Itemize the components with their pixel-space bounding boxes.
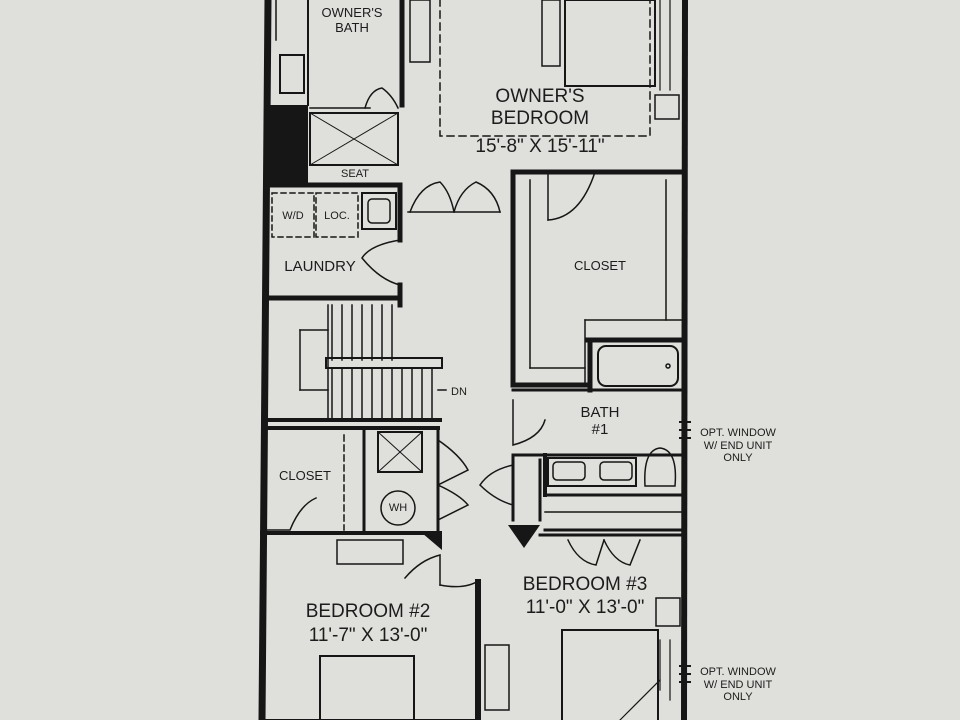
- laundry-label: LAUNDRY: [284, 258, 356, 275]
- stairs: [331, 304, 433, 419]
- bathtub: [597, 345, 679, 387]
- owners-bath-label: OWNER'S BATH: [321, 5, 383, 35]
- shower-small: [377, 431, 423, 473]
- bath-wall-block: [268, 105, 308, 185]
- water-heater: [380, 490, 416, 526]
- exterior-wall-left: [258, 0, 272, 720]
- owners-bed-area: [439, 0, 651, 137]
- bedroom3-dims: 11'-0" X 13'-0": [525, 597, 645, 618]
- opt-window-note-2: OPT. WINDOW W/ END UNIT ONLY: [700, 666, 776, 704]
- double-vanity: [547, 457, 637, 487]
- toilet-bath1: [644, 447, 677, 487]
- nightstand-c: [655, 597, 681, 627]
- bath1-label: BATH #1: [580, 404, 620, 439]
- water-heater-label: WH: [388, 502, 408, 514]
- bedroom2-window-seat: [336, 539, 404, 565]
- owners-shower: [309, 112, 399, 166]
- wd-label: W/D: [282, 210, 304, 222]
- nightstand-a: [541, 0, 561, 67]
- bedroom2-bed: [319, 655, 415, 720]
- stair-landing-rail: [325, 357, 443, 369]
- owners-bed: [564, 0, 656, 87]
- laundry-sink: [361, 192, 397, 230]
- bedroom2-label: BEDROOM #2: [305, 601, 431, 622]
- nightstand-b: [654, 94, 680, 120]
- stairs-down-label: DN: [451, 386, 467, 398]
- washer-dryer: [271, 192, 315, 238]
- opt-window-note-1: OPT. WINDOW W/ END UNIT ONLY: [700, 427, 776, 465]
- closet-left-label: CLOSET: [278, 468, 331, 483]
- loc-space: [315, 192, 359, 238]
- owners-bedroom-label: OWNER'S BEDROOM: [490, 86, 590, 129]
- exterior-wall-right: [680, 0, 689, 720]
- bath-vanity: [409, 0, 431, 63]
- bedroom2-dims: 11'-7" X 13'-0": [308, 625, 428, 646]
- bedroom3-dresser: [484, 644, 510, 711]
- owners-toilet: [279, 54, 305, 94]
- closet-main-label: CLOSET: [573, 258, 626, 273]
- owners-bedroom-dims: 15'-8" X 15'-11": [475, 136, 605, 157]
- bedroom3-bed: [561, 629, 659, 720]
- loc-label: LOC.: [324, 210, 350, 222]
- seat-label: SEAT: [341, 168, 369, 180]
- bedroom3-label: BEDROOM #3: [522, 574, 648, 595]
